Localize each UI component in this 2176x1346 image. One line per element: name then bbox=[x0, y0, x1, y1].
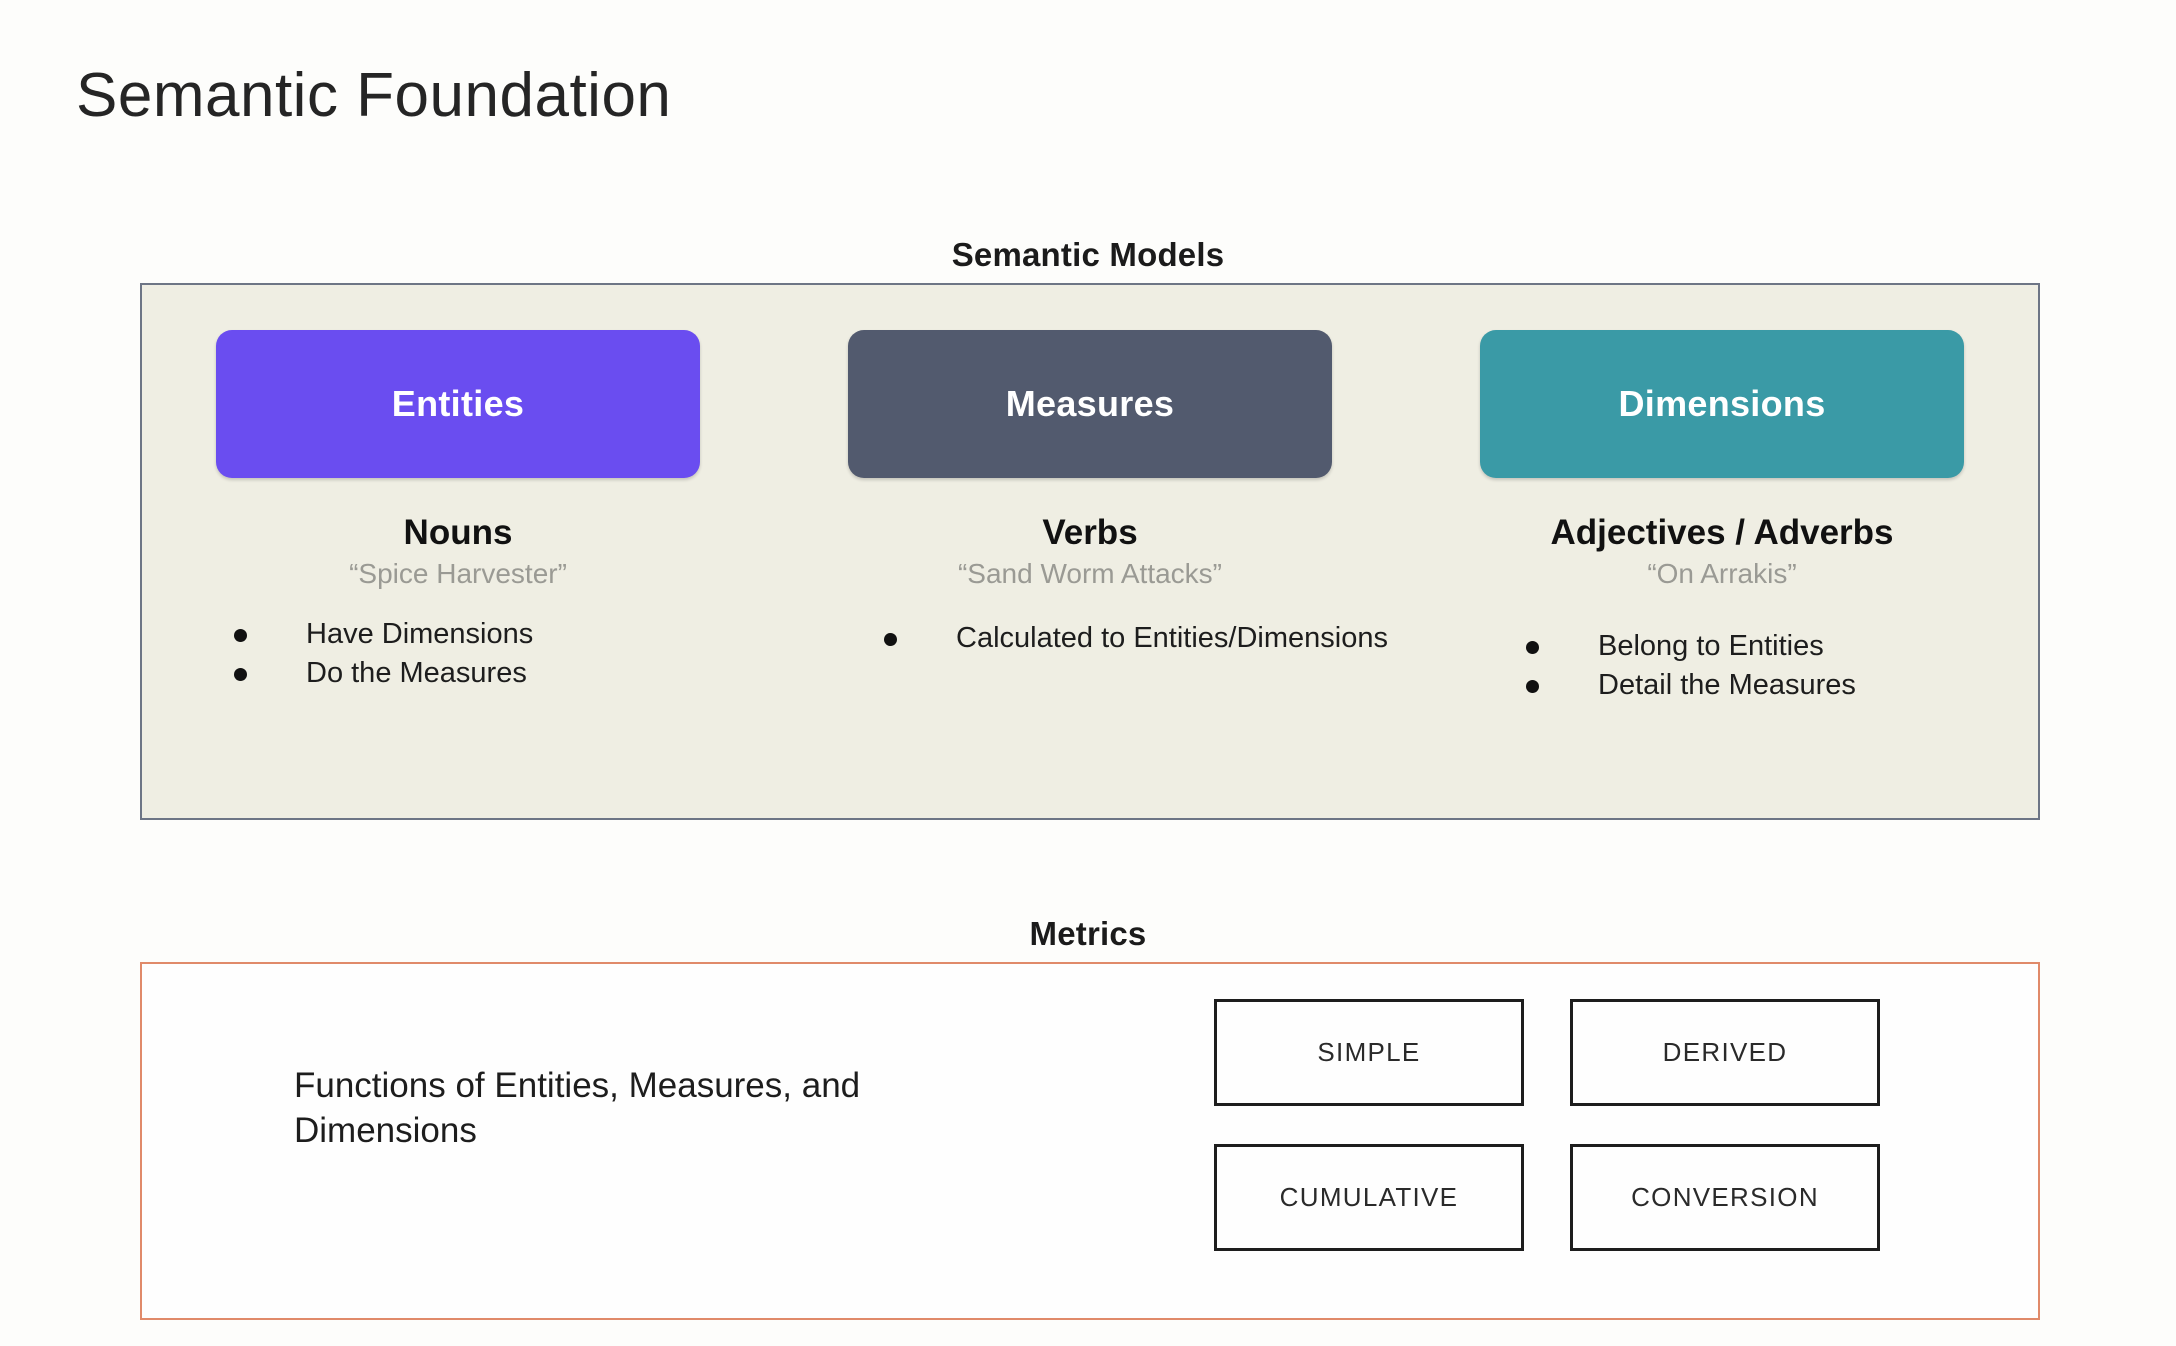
bullet-text: Have Dimensions bbox=[306, 618, 534, 651]
list-item: Detail the Measures bbox=[1526, 667, 2038, 704]
model-column-measures: Measures Verbs “Sand Worm Attacks” Calcu… bbox=[774, 285, 1406, 818]
model-bullets-measures: Calculated to Entities/Dimensions bbox=[774, 620, 1406, 659]
metrics-description: Functions of Entities, Measures, and Dim… bbox=[294, 1066, 861, 1150]
bullet-dot-icon bbox=[234, 629, 247, 643]
bullet-text: Belong to Entities bbox=[1598, 630, 1824, 663]
bullet-text: Do the Measures bbox=[306, 657, 527, 690]
bullet-text: Detail the Measures bbox=[1598, 669, 1856, 702]
model-partofspeech-measures: Verbs bbox=[1042, 513, 1138, 552]
list-item: Belong to Entities bbox=[1526, 628, 2038, 665]
metrics-heading: Metrics bbox=[1029, 915, 1147, 952]
model-partofspeech-entities: Nouns bbox=[403, 513, 513, 552]
model-card-dimensions[interactable]: Dimensions bbox=[1480, 330, 1964, 478]
metrics-type-grid: SIMPLE DERIVED CUMULATIVE CONVERSION bbox=[1214, 999, 1880, 1251]
metric-box-simple[interactable]: SIMPLE bbox=[1214, 999, 1524, 1106]
page-title: Semantic Foundation bbox=[76, 61, 672, 130]
list-item: Have Dimensions bbox=[234, 616, 774, 653]
semantic-models-columns: Entities Nouns “Spice Harvester” Have Di… bbox=[142, 285, 2038, 818]
model-example-measures: “Sand Worm Attacks” bbox=[957, 557, 1222, 589]
model-card-measures[interactable]: Measures bbox=[848, 330, 1332, 478]
model-bullets-dimensions: Belong to Entities Detail the Measures bbox=[1406, 628, 2038, 706]
list-item: Calculated to Entities/Dimensions bbox=[884, 620, 1406, 657]
metrics-panel: Functions of Entities, Measures, and Dim… bbox=[140, 962, 2040, 1320]
metric-box-derived[interactable]: DERIVED bbox=[1570, 999, 1880, 1106]
bullet-dot-icon bbox=[1526, 680, 1539, 694]
metric-box-cumulative[interactable]: CUMULATIVE bbox=[1214, 1144, 1524, 1251]
model-column-dimensions: Dimensions Adjectives / Adverbs “On Arra… bbox=[1406, 285, 2038, 818]
semantic-models-heading: Semantic Models bbox=[951, 236, 1225, 273]
semantic-models-panel: Entities Nouns “Spice Harvester” Have Di… bbox=[140, 283, 2040, 820]
metric-box-conversion[interactable]: CONVERSION bbox=[1570, 1144, 1880, 1251]
list-item: Do the Measures bbox=[234, 655, 774, 692]
bullet-dot-icon bbox=[234, 668, 247, 682]
model-column-entities: Entities Nouns “Spice Harvester” Have Di… bbox=[142, 285, 774, 818]
bullet-dot-icon bbox=[884, 633, 897, 647]
model-card-entities[interactable]: Entities bbox=[216, 330, 700, 478]
model-example-dimensions: “On Arrakis” bbox=[1647, 557, 1797, 589]
bullet-dot-icon bbox=[1526, 641, 1539, 655]
model-example-entities: “Spice Harvester” bbox=[349, 557, 567, 589]
model-partofspeech-dimensions: Adjectives / Adverbs bbox=[1550, 513, 1894, 552]
bullet-text: Calculated to Entities/Dimensions bbox=[956, 622, 1388, 655]
model-bullets-entities: Have Dimensions Do the Measures bbox=[142, 616, 774, 694]
